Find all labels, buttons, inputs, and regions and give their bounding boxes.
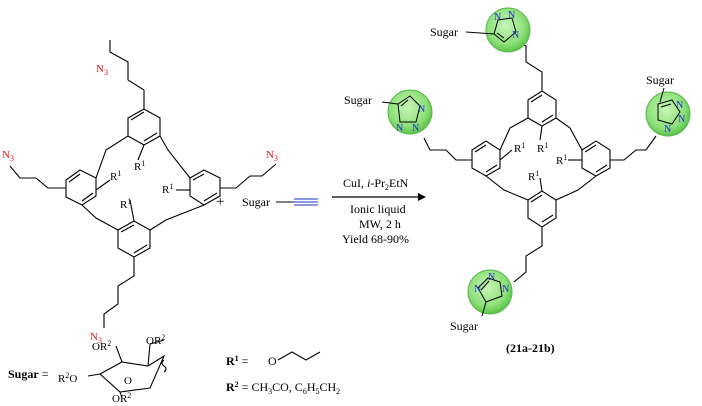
condition-time: MW, 2 h <box>359 217 401 231</box>
triazole-n: N <box>474 284 481 295</box>
r1-label: R1 <box>120 197 131 211</box>
ring-oxygen-label: O <box>124 375 132 387</box>
triazole-n: N <box>494 12 501 23</box>
triazole-ring-top: N N N <box>485 7 531 53</box>
triazole-n: N <box>676 100 683 111</box>
or2-label: OR2 <box>146 333 165 347</box>
product-core <box>423 39 657 283</box>
r1-label: R1 <box>134 159 145 173</box>
triazole-ring-bottom: N N N <box>467 269 513 315</box>
condition-yield: Yield 68-90% <box>342 232 409 246</box>
r1-label: R1 <box>162 182 173 196</box>
triazole-ring-right: N N N <box>645 91 691 137</box>
triazole-n: N <box>488 272 495 283</box>
product-sugar-top: Sugar <box>430 25 458 39</box>
triazole-n: N <box>508 10 515 21</box>
azide-left-label: N3 <box>2 149 14 163</box>
sugar-pyranose-structure <box>87 339 167 399</box>
product-r1-label: R1 <box>514 141 525 155</box>
plus-sign: + <box>216 194 224 210</box>
triazole-n: N <box>412 123 419 134</box>
triazole-n: N <box>512 30 519 41</box>
product-sugar-left: Sugar <box>344 93 372 107</box>
r2o-label: R2O <box>58 371 77 385</box>
triazole-n: N <box>664 124 671 135</box>
triazole-n: N <box>418 104 425 115</box>
product-r1-label: R1 <box>528 169 539 183</box>
propoxy-oxygen: O <box>268 354 277 368</box>
r2-definition-label: R2 = CH3CO, C6H5CH2 <box>226 380 340 396</box>
product-r1-label: R1 <box>556 153 567 167</box>
r1-definition-label: R1 = <box>226 354 249 368</box>
triazole-n: N <box>396 123 403 134</box>
or2-label: OR2 <box>92 339 111 353</box>
propoxy-chain <box>277 351 321 361</box>
azide-bottom-label: N3 <box>90 331 102 345</box>
compound-id: (21a-21b) <box>506 341 555 355</box>
triazole-n: N <box>678 114 685 125</box>
condition-catalyst: CuI, i-Pr2EtN <box>343 176 409 192</box>
triazole-ring-left: N N N <box>387 89 433 135</box>
calixarene-tetraazide <box>9 40 277 328</box>
product-r1-label: R1 <box>537 141 548 155</box>
sugar-alkyne: Sugar <box>242 195 318 209</box>
product-sugar-right: Sugar <box>646 73 674 87</box>
sugar-definition-label: Sugar = <box>8 367 49 381</box>
triazole-n: N <box>502 284 509 295</box>
condition-solvent: Ionic liquid <box>350 202 406 216</box>
alkyne-sugar-label: Sugar <box>242 195 270 209</box>
r1-label: R1 <box>110 169 121 183</box>
product-sugar-bottom: Sugar <box>450 319 478 333</box>
azide-top-label: N3 <box>96 63 108 77</box>
or2-label: OR2 <box>112 391 131 405</box>
reaction-arrow <box>332 193 426 201</box>
azide-right-label: N3 <box>266 149 278 163</box>
